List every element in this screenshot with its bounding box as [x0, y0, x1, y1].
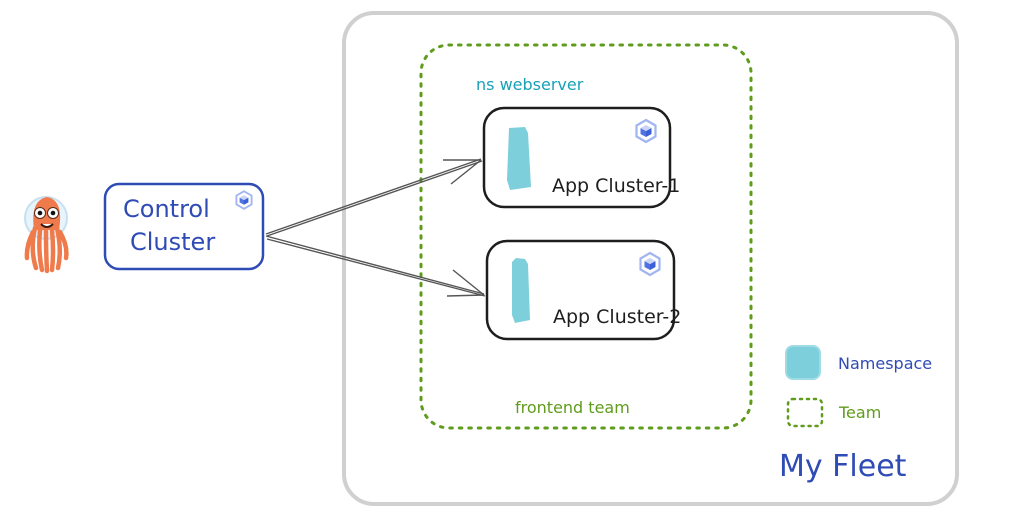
legend: Namespace Team — [785, 345, 932, 428]
namespace-block-icon — [507, 127, 531, 190]
legend-label-namespace: Namespace — [838, 354, 932, 373]
legend-label-team: Team — [838, 403, 881, 422]
app-cluster-2[interactable]: App Cluster-2 — [485, 239, 681, 341]
team-label: frontend team — [515, 398, 630, 417]
app-cluster-2-label: App Cluster-2 — [553, 306, 681, 328]
legend-item-namespace: Namespace — [785, 345, 932, 380]
namespace-block-icon — [512, 258, 530, 323]
control-cluster-label-line1: Control — [123, 195, 210, 223]
team-boundary — [419, 43, 753, 430]
app-cluster-1[interactable]: App Cluster-1 — [482, 106, 680, 209]
namespace-swatch-icon — [785, 345, 821, 380]
legend-item-team: Team — [786, 397, 881, 428]
app-cluster-1-label: App Cluster-1 — [552, 175, 680, 197]
fleet-title: My Fleet — [779, 449, 907, 484]
arrow-to-app-cluster-1 — [265, 158, 483, 237]
argo-octopus-mascot-icon — [24, 196, 69, 274]
control-cluster-label-line2: Cluster — [130, 228, 215, 256]
control-cluster[interactable]: Control Cluster — [103, 182, 265, 271]
arrow-to-app-cluster-2 — [265, 235, 486, 297]
namespace-label: ns webserver — [476, 75, 584, 94]
